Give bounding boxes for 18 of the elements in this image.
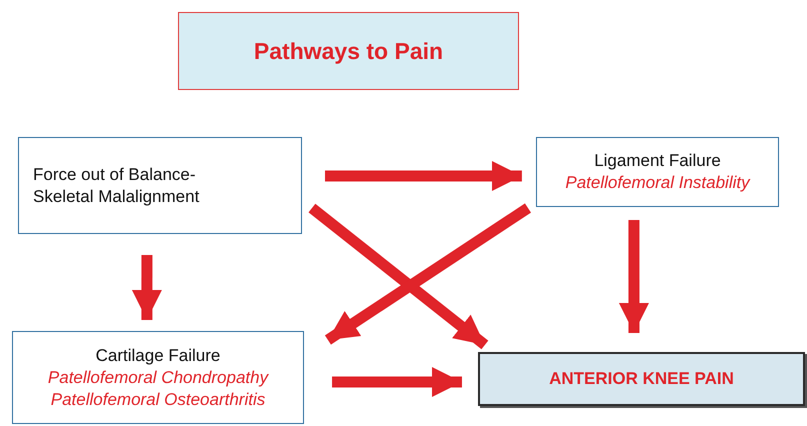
outcome-box: [478, 352, 805, 406]
process-box: [12, 331, 304, 424]
arrow: [332, 367, 462, 397]
diagnosis-label: Patellofemoral Osteoarthritis: [50, 388, 266, 410]
node-label: Ligament Failure: [594, 150, 721, 172]
arrow: [132, 254, 162, 320]
arrow: [325, 161, 522, 191]
title-box: [178, 12, 519, 90]
node-label: Pathways to Pain: [254, 40, 444, 62]
diagnosis-label: Patellofemoral Instability: [565, 172, 750, 194]
diagnosis-label: Patellofemoral Chondropathy: [48, 366, 268, 388]
node-label: Force out of Balance- Skeletal Malalignment: [33, 164, 200, 208]
arrow: [324, 203, 532, 345]
process-box: [536, 137, 779, 207]
node-label: ANTERIOR KNEE PAIN: [549, 368, 734, 390]
node-label: Cartilage Failure: [96, 344, 220, 366]
process-box: [18, 137, 302, 234]
arrow: [618, 220, 649, 333]
